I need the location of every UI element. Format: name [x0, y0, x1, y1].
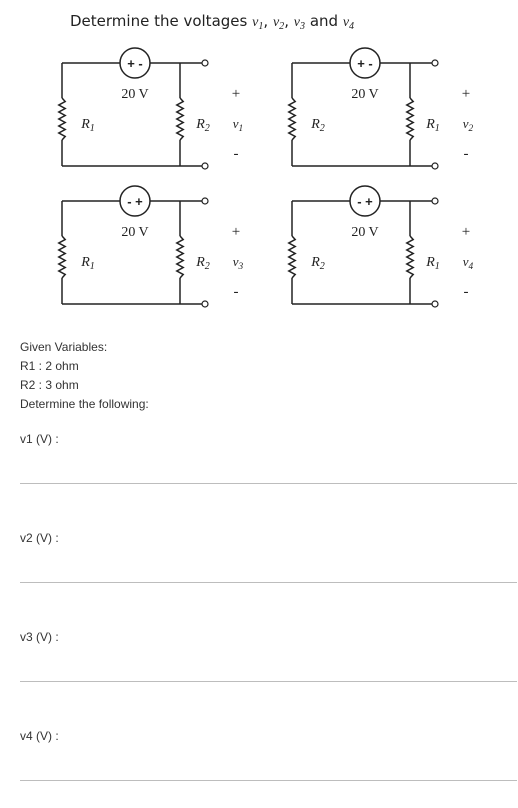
right-resistor-label: R1​ [425, 255, 440, 272]
circuits-layer: + -20 VR1​R2​+v1​-+ -20 VR2​R1​+v2​-- +2… [57, 47, 474, 308]
left-resistor-label: R1​ [80, 255, 95, 272]
figure-title: Determine the voltages v1​, v2​, v3​ and… [70, 12, 354, 32]
output-voltage-label: v2​ [463, 116, 474, 134]
terminal-top [201, 59, 209, 67]
answer-label-v3: v3 (V) : [20, 630, 59, 644]
circuit-figure: Determine the voltages v1​, v2​, v3​ and… [57, 12, 474, 308]
source-value-label: 20 V [351, 225, 378, 240]
circuit-1: + - 20 V R1​ R2​ + v1​ - [57, 47, 243, 170]
source-polarity: - + [127, 194, 143, 209]
title-var-1: v1​ [252, 15, 263, 32]
answer-input-v1[interactable] [20, 483, 517, 484]
right-resistor-label: R2​ [195, 117, 210, 134]
source-value-label: 20 V [121, 225, 148, 240]
terminal-top [201, 197, 209, 205]
terminal-bottom [201, 300, 209, 308]
left-resistor [287, 235, 297, 279]
source-value-label: 20 V [121, 87, 148, 102]
left-resistor [287, 97, 297, 141]
answer-label-v1: v1 (V) : [20, 432, 59, 446]
left-resistor [57, 235, 67, 279]
output-plus-sign: + [462, 224, 470, 240]
source-value-label: 20 V [351, 87, 378, 102]
left-resistor-label: R2​ [310, 255, 325, 272]
instruction: Determine the following: [20, 397, 149, 411]
voltage-source [119, 185, 151, 217]
terminal-bottom [431, 162, 439, 170]
left-resistor-label: R2​ [310, 117, 325, 134]
output-plus-sign: + [232, 86, 240, 102]
right-resistor-label: R1​ [425, 117, 440, 134]
left-resistor [57, 97, 67, 141]
terminal-bottom [431, 300, 439, 308]
output-voltage-label: v4​ [463, 254, 474, 272]
answer-label-v2: v2 (V) : [20, 531, 59, 545]
terminal-bottom [201, 162, 209, 170]
answer-input-v3[interactable] [20, 681, 517, 682]
voltage-source [349, 185, 381, 217]
output-minus-sign: - [464, 146, 469, 162]
output-plus-sign: + [232, 224, 240, 240]
title-var-3: v3​ [294, 15, 305, 32]
answer-input-v2[interactable] [20, 582, 517, 583]
given-heading: Given Variables: [20, 340, 108, 354]
output-minus-sign: - [234, 284, 239, 300]
right-resistor [175, 97, 185, 141]
output-voltage-label: v1​ [233, 116, 243, 134]
left-resistor-label: R1​ [80, 117, 95, 134]
output-voltage-label: v3​ [233, 254, 244, 272]
circuit-2: + - 20 V R2​ R1​ + v2​ - [287, 47, 474, 170]
circuit-3: - + 20 V R1​ R2​ + v3​ - [57, 185, 244, 308]
voltage-source [119, 47, 151, 79]
given-variables: Given Variables: R1 : 2 ohm R2 : 3 ohm D… [20, 338, 149, 414]
title-var-4: v4​ [343, 15, 354, 32]
answer-label-v4: v4 (V) : [20, 729, 59, 743]
right-resistor [405, 97, 415, 141]
source-polarity: + - [127, 56, 143, 71]
given-r2: R2 : 3 ohm [20, 378, 79, 392]
title-var-2: v2​ [273, 15, 284, 32]
voltage-source [349, 47, 381, 79]
terminal-top [431, 197, 439, 205]
source-polarity: - + [357, 194, 373, 209]
given-r1: R1 : 2 ohm [20, 359, 79, 373]
output-minus-sign: - [234, 146, 239, 162]
right-resistor [405, 235, 415, 279]
terminal-top [431, 59, 439, 67]
output-plus-sign: + [462, 86, 470, 102]
source-polarity: + - [357, 56, 373, 71]
right-resistor-label: R2​ [195, 255, 210, 272]
answer-input-v4[interactable] [20, 780, 517, 781]
right-resistor [175, 235, 185, 279]
output-minus-sign: - [464, 284, 469, 300]
title-prefix: Determine the voltages [70, 12, 248, 30]
circuit-4: - + 20 V R2​ R1​ + v4​ - [287, 185, 474, 308]
